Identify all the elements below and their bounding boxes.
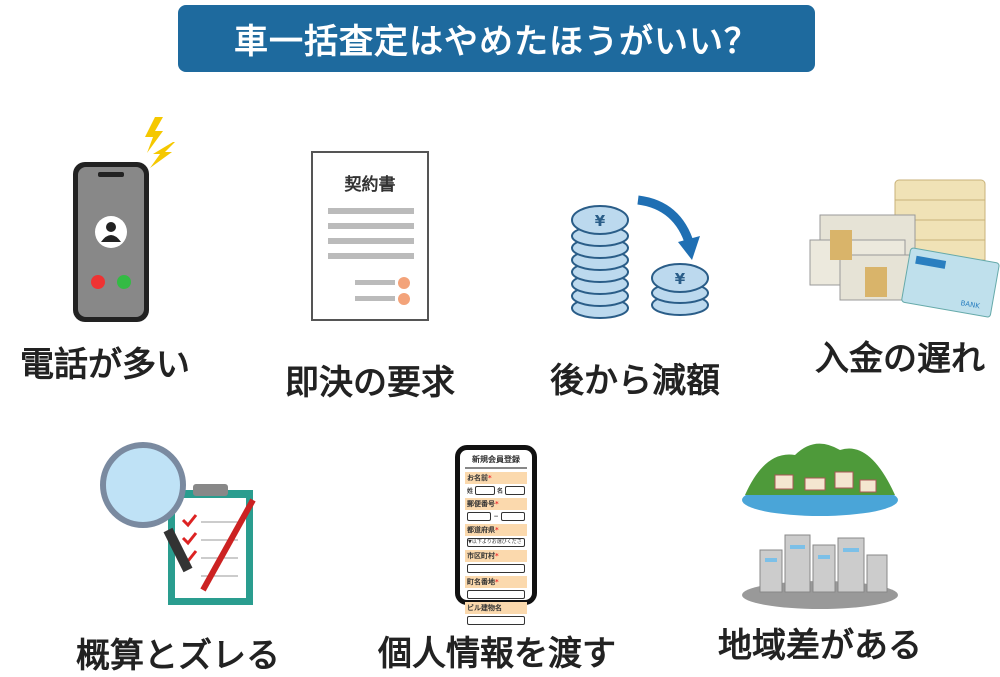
contract-title: 契約書 (344, 174, 396, 195)
item-immediate-decision: 契約書 即決の要求 (240, 150, 500, 404)
city-field[interactable] (467, 564, 525, 573)
item-label: 電話が多い (20, 345, 190, 385)
postal-code-1-field[interactable] (467, 512, 492, 521)
item-label: 入金の遅れ (815, 339, 985, 379)
town-vs-city-icon (742, 443, 898, 609)
cash-and-bank-book-icon: BANK (809, 179, 1000, 318)
item-label: 即決の要求 (285, 363, 455, 403)
address-field[interactable] (467, 590, 525, 599)
prefecture-select[interactable]: ▼以下よりお選びください (467, 538, 525, 547)
item-label: 地域差がある (718, 626, 922, 666)
item-later-reduction: ¥ ¥ 後から減額 (505, 190, 765, 402)
item-label: 個人情報を渡す (378, 634, 616, 674)
building-field[interactable] (467, 616, 525, 625)
magnifier-clipboard-icon (100, 442, 256, 605)
item-regional-difference: 地域差がある (690, 440, 950, 667)
item-payment-delay: BANK 入金の遅れ (770, 175, 1000, 380)
item-estimate-mismatch: 概算とズレる (48, 440, 308, 677)
postal-code-2-field[interactable] (500, 512, 525, 521)
svg-text:¥: ¥ (675, 270, 686, 288)
page-title: 車一括査定はやめたほうがいい？ (178, 5, 815, 72)
svg-text:BANK: BANK (960, 299, 981, 310)
contract-document-icon: 契約書 (311, 151, 429, 321)
item-many-calls: 電話が多い (0, 112, 235, 386)
ringing-smartphone-icon (73, 117, 175, 322)
item-label: 概算とズレる (76, 636, 280, 676)
first-name-field[interactable] (505, 486, 525, 495)
item-personal-info: 個人情報を渡す (367, 626, 627, 675)
item-label: 後から減額 (550, 361, 720, 401)
yen-coins-decrease-icon: ¥ ¥ (571, 195, 709, 319)
svg-text:¥: ¥ (595, 212, 606, 230)
form-title: 新規会員登録 (465, 454, 527, 469)
last-name-field[interactable] (475, 486, 495, 495)
